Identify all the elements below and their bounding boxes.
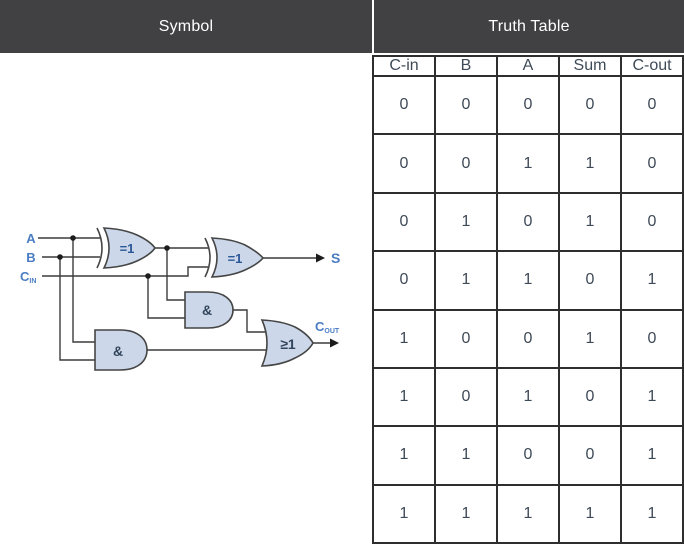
truth-table-cell: 0 xyxy=(558,425,622,486)
truth-table-cell: 0 xyxy=(620,74,684,136)
circuit-wires xyxy=(38,237,330,361)
truth-table-cell: 0 xyxy=(372,250,436,311)
xor2-gate-label: =1 xyxy=(228,251,243,266)
truth-table-row: 0 0 0 0 0 xyxy=(372,74,684,136)
output-cout-label: COUT xyxy=(315,319,340,335)
truth-table-cell: 1 xyxy=(620,425,684,486)
truth-table-cell: 0 xyxy=(496,74,560,136)
truth-table-cell: 0 xyxy=(620,133,684,194)
column-header-cin: C-in xyxy=(372,55,436,77)
wire-junction-dots xyxy=(57,235,170,279)
truth-table-cell: 0 xyxy=(620,308,684,369)
truth-table-cell: 1 xyxy=(496,250,560,311)
truth-table-cell: 1 xyxy=(620,250,684,311)
truth-table-cell: 0 xyxy=(434,74,498,136)
truth-table-cell: 1 xyxy=(558,308,622,369)
column-header-sum: Sum xyxy=(558,55,622,77)
truth-table-cell: 0 xyxy=(372,191,436,253)
xor1-gate-label: =1 xyxy=(120,241,135,256)
truth-table-cell: 0 xyxy=(496,308,560,369)
truth-table-cell: 0 xyxy=(620,191,684,253)
truth-table-cell: 1 xyxy=(434,250,498,311)
truth-table-cell: 0 xyxy=(558,366,622,428)
or-gate: ≥1 xyxy=(260,319,314,367)
column-header-cout: C-out xyxy=(620,55,684,77)
truth-table-cell: 0 xyxy=(434,133,498,194)
truth-table-cell: 1 xyxy=(434,483,498,544)
truth-table-cell: 1 xyxy=(558,483,622,544)
truth-table-cell: 0 xyxy=(372,74,436,136)
and1-gate: & xyxy=(184,291,234,329)
carry-output-arrow-icon xyxy=(330,338,339,348)
truth-table-cell: 0 xyxy=(434,366,498,428)
truth-table-row: 0 0 1 1 0 xyxy=(372,133,684,194)
truth-table-cell: 1 xyxy=(434,425,498,486)
output-s-label: S xyxy=(331,250,340,266)
truth-table-cell: 1 xyxy=(620,366,684,428)
truth-table-panel-title: Truth Table xyxy=(488,17,570,35)
truth-table-cell: 0 xyxy=(496,191,560,253)
truth-table-header-row: C-in B A Sum C-out xyxy=(372,55,684,77)
input-a-label: A xyxy=(26,231,36,246)
truth-table-cell: 1 xyxy=(372,366,436,428)
truth-table-cell: 1 xyxy=(558,133,622,194)
truth-table-cell: 0 xyxy=(558,250,622,311)
truth-table-cell: 1 xyxy=(372,425,436,486)
truth-table-row: 0 1 1 0 1 xyxy=(372,250,684,311)
truth-table-cell: 1 xyxy=(496,483,560,544)
truth-table-row: 1 1 1 1 1 xyxy=(372,483,684,544)
truth-table-row: 1 1 0 0 1 xyxy=(372,425,684,486)
symbol-panel-title: Symbol xyxy=(158,17,214,35)
truth-table-cell: 0 xyxy=(558,74,622,136)
column-header-b: B xyxy=(434,55,498,77)
truth-table-cell: 1 xyxy=(496,133,560,194)
xor2-gate: =1 xyxy=(204,237,265,278)
truth-table-row: 0 1 0 1 0 xyxy=(372,191,684,253)
truth-table-cell: 0 xyxy=(434,308,498,369)
truth-table-cell: 0 xyxy=(496,425,560,486)
truth-table-row: 1 0 1 0 1 xyxy=(372,366,684,428)
input-b-label: B xyxy=(26,250,35,265)
sum-output-arrow-icon xyxy=(316,253,325,263)
truth-table-cell: 1 xyxy=(620,483,684,544)
xor1-gate: =1 xyxy=(96,227,156,269)
truth-table-row: 1 0 0 1 0 xyxy=(372,308,684,369)
symbol-panel-header: Symbol xyxy=(0,0,372,53)
and2-gate-label: & xyxy=(113,343,123,359)
truth-table-cell: 1 xyxy=(372,308,436,369)
full-adder-circuit-diagram: =1 =1 & & ≥1 A B xyxy=(20,227,340,371)
input-cin-label: CIN xyxy=(20,269,36,285)
truth-table-cell: 1 xyxy=(496,366,560,428)
truth-table: C-in B A Sum C-out 0 0 0 0 0 0 0 1 1 0 xyxy=(372,55,684,544)
truth-table-cell: 1 xyxy=(372,483,436,544)
truth-table-cell: 1 xyxy=(558,191,622,253)
truth-table-cell: 0 xyxy=(372,133,436,194)
truth-table-cell: 1 xyxy=(434,191,498,253)
truth-table-panel-header: Truth Table xyxy=(374,0,684,53)
header-divider xyxy=(372,0,374,53)
and1-gate-label: & xyxy=(202,302,212,318)
and2-gate: & xyxy=(94,329,148,371)
column-header-a: A xyxy=(496,55,560,77)
or-gate-label: ≥1 xyxy=(280,336,296,352)
